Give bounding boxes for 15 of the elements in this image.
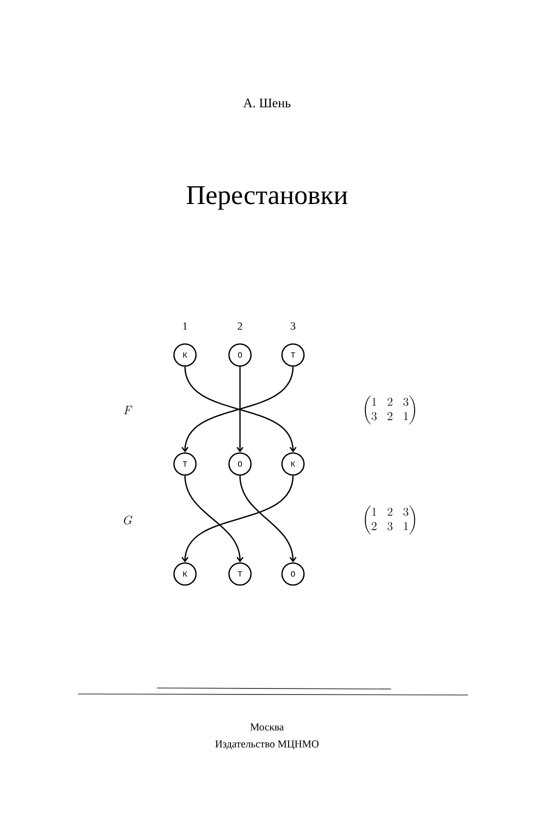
author-name: А. Шень xyxy=(243,98,290,108)
permutation-matrix: $\begin{pmatrix}1 & 2 & 3\\ 2 & 3 & 1\end{pmatrix}$ xyxy=(364,506,416,534)
arrow xyxy=(236,366,244,452)
publisher-name: Издательство МЦНМО xyxy=(215,740,319,750)
column-number: 2 xyxy=(238,322,242,330)
arrow xyxy=(184,476,244,562)
permutation-name: $G$ xyxy=(124,516,132,524)
permutation-name: $F$ xyxy=(124,406,132,414)
column-number: 1 xyxy=(183,322,188,330)
arrow xyxy=(239,476,297,562)
arrow xyxy=(181,476,294,562)
column-number: 3 xyxy=(290,322,296,330)
city-name: Москва xyxy=(250,724,284,730)
title: Перестановки xyxy=(186,186,348,210)
permutation-matrix: $\begin{pmatrix}1 & 2 & 3\\ 3 & 2 & 1\end{pmatrix}$ xyxy=(364,396,416,424)
